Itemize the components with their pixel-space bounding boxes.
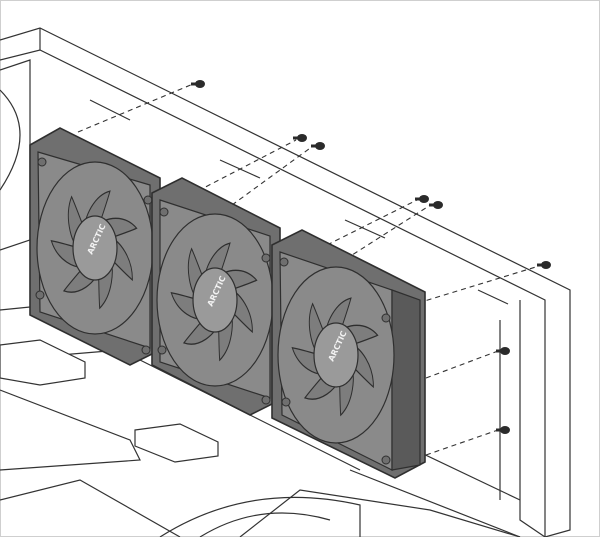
fan-3-hub (313, 322, 359, 388)
fan-1: ARCTIC (29, 127, 161, 366)
case-slots (0, 99, 509, 463)
fan-1-hub (72, 215, 118, 281)
fan-3: ARCTIC (271, 229, 426, 479)
case-panel (0, 27, 571, 537)
fans: ARCTIC ARCTIC (29, 127, 426, 479)
fan-2: ARCTIC (151, 177, 281, 416)
bottom-fan (159, 496, 361, 537)
fan-2-hub (192, 267, 238, 333)
guide-lines (77, 83, 540, 456)
